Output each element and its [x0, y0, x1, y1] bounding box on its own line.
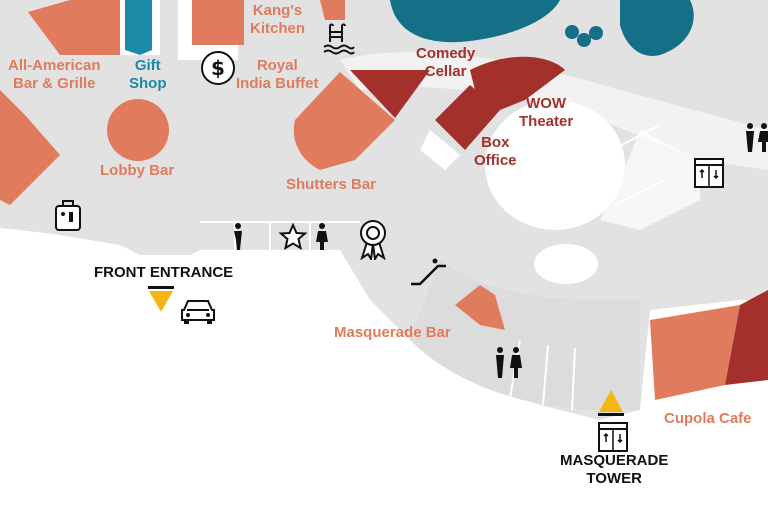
- escalator-icon: [411, 258, 446, 286]
- star-icon: [278, 222, 308, 251]
- label-front-entrance: FRONT ENTRANCE: [94, 264, 234, 281]
- restrooms-icon: [496, 347, 522, 378]
- gift-shop-venue: [125, 0, 152, 55]
- pool-bubble: [577, 33, 591, 47]
- label-masquerade-bar: Masquerade Bar: [334, 324, 451, 341]
- wow-theater-venue: [470, 56, 565, 110]
- entrance-marker-icon: [598, 390, 624, 416]
- label-lobby-bar: Lobby Bar: [100, 162, 175, 179]
- comedy-cellar-venue: [350, 70, 430, 118]
- box-office-venue: [435, 85, 500, 150]
- fountain-island: [534, 244, 598, 284]
- dollar-icon: $: [201, 51, 235, 85]
- west-venue: [0, 90, 60, 205]
- lower-right-cut: [600, 130, 700, 230]
- label-cupola-cafe: Cupola Cafe: [664, 410, 752, 427]
- lobby-bar-venue: [107, 99, 169, 161]
- all-american-venue: [28, 0, 120, 55]
- kangs-kitchen-venue: [192, 0, 244, 45]
- masquerade-bar-venue: [455, 285, 505, 330]
- elevator-icon: [694, 158, 724, 188]
- pool-water-right: [620, 0, 694, 56]
- pool-bubble: [565, 25, 579, 39]
- cupola-cafe-venue: [650, 305, 740, 400]
- upper-walkway-edge: [340, 51, 768, 170]
- pool-icon: [323, 23, 355, 55]
- pool-water: [390, 0, 560, 43]
- lounge-cut: [420, 130, 460, 170]
- kangs-side-venue: [320, 0, 345, 20]
- entrance-marker-icon: [148, 286, 174, 312]
- car-icon: [181, 300, 215, 324]
- restrooms-icon: [746, 123, 768, 152]
- shutters-bar-venue: [293, 72, 395, 170]
- restroom-man-icon: [234, 223, 242, 250]
- pool-bubble: [589, 26, 603, 40]
- svg-text:$: $: [211, 56, 225, 80]
- award-ribbon-icon: [360, 220, 386, 260]
- elevator-icon: [598, 422, 628, 452]
- atrium-circle: [485, 100, 625, 230]
- luggage-icon: [55, 200, 81, 231]
- east-theater-venue: [725, 290, 768, 385]
- label-shutters-bar: Shutters Bar: [286, 176, 377, 193]
- restroom-woman-icon: [316, 223, 328, 250]
